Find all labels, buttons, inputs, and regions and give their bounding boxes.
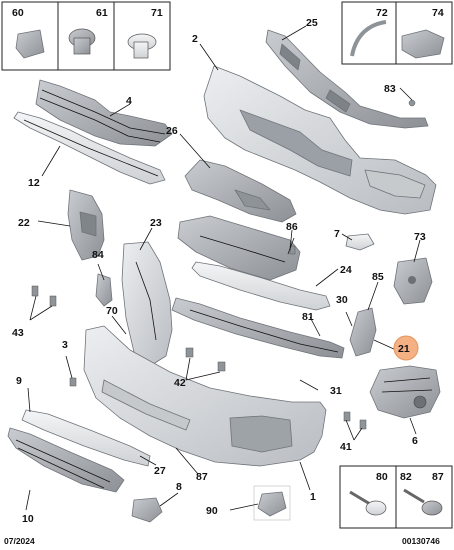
callout-41: 41 <box>340 441 352 453</box>
callout-2: 2 <box>192 33 198 45</box>
absorber-part <box>191 261 331 311</box>
callout-83: 83 <box>384 83 396 95</box>
bumper-cover-part <box>83 325 327 467</box>
callout-4: 4 <box>126 95 132 107</box>
callout-labels: 2 4 12 26 83 22 23 86 7 73 84 24 85 30 7… <box>12 33 426 525</box>
callout-24: 24 <box>340 264 352 276</box>
top-left-box: 60 61 71 <box>1 1 171 71</box>
callout-21: 21 <box>398 343 410 355</box>
box-number-82: 82 <box>400 471 412 483</box>
callout-84: 84 <box>92 249 104 261</box>
callout-3: 3 <box>62 339 68 351</box>
side-deflector-part <box>121 241 173 367</box>
lower-grille-part <box>7 427 125 493</box>
leader-lines <box>25 25 421 511</box>
box-number-74: 74 <box>432 7 444 19</box>
callout-7: 7 <box>334 228 340 240</box>
callout-85: 85 <box>372 271 384 283</box>
callout-27: 27 <box>154 465 166 477</box>
callout-23: 23 <box>150 217 162 229</box>
callout-73: 73 <box>414 231 426 243</box>
callout-12: 12 <box>28 177 40 189</box>
seal-72-part <box>350 20 387 57</box>
upper-panel-part <box>203 65 437 215</box>
callout-1: 1 <box>310 491 316 503</box>
callout-42: 42 <box>174 377 186 389</box>
top-right-box: 72 74 <box>341 1 453 65</box>
side-bracket-part <box>67 189 105 261</box>
box-number-80: 80 <box>376 471 388 483</box>
lower-deflector-part <box>177 215 301 281</box>
box-number-87: 87 <box>432 471 444 483</box>
box-number-72: 72 <box>376 7 388 19</box>
diagram-reference: 00130746 <box>402 536 440 546</box>
small-cap-part <box>131 497 163 523</box>
fog-grille-part <box>369 365 441 419</box>
diagram-date: 07/2024 <box>4 536 35 546</box>
callout-8: 8 <box>176 481 182 493</box>
callout-87: 87 <box>196 471 208 483</box>
callout-25: 25 <box>306 17 318 29</box>
top-middle-box: 25 <box>306 17 318 29</box>
callout-22: 22 <box>18 217 30 229</box>
callout-9: 9 <box>16 375 22 387</box>
clip-74-part <box>401 29 445 59</box>
chrome-strip-part <box>13 111 166 185</box>
callout-26: 26 <box>166 125 178 137</box>
small-bracket-part <box>95 273 113 307</box>
box-number-61: 61 <box>96 7 108 19</box>
callout-6: 6 <box>412 435 418 447</box>
rivet-71-part <box>127 33 157 59</box>
box-number-60: 60 <box>12 7 24 19</box>
screw-80-part <box>349 490 387 516</box>
callout-30: 30 <box>336 294 348 306</box>
callout-31: 31 <box>330 385 342 397</box>
screw-82-part <box>403 488 443 516</box>
small-hardware-parts <box>31 99 416 430</box>
callout-10: 10 <box>22 513 34 525</box>
fog-bracket-part <box>349 307 377 357</box>
upper-deflector-part <box>184 159 297 223</box>
clip-60-part <box>15 29 45 59</box>
callout-43: 43 <box>12 327 24 339</box>
bottom-right-box: 80 82 87 <box>339 465 453 529</box>
callout-81: 81 <box>302 311 314 323</box>
bracket-plate-part <box>393 257 433 305</box>
nut-61-part <box>68 28 96 55</box>
highlight-circle <box>393 335 419 361</box>
callout-70: 70 <box>106 305 118 317</box>
callout-86: 86 <box>286 221 298 233</box>
beam-part <box>171 297 345 359</box>
box-number-71: 71 <box>151 7 163 19</box>
callout-90: 90 <box>206 505 218 517</box>
upper-grille-part <box>35 79 173 147</box>
clip-cluster-part <box>253 485 291 521</box>
cover-cap-part <box>345 233 375 251</box>
highlighted-callout: 21 <box>393 335 419 361</box>
lower-spoiler-part <box>21 409 151 467</box>
